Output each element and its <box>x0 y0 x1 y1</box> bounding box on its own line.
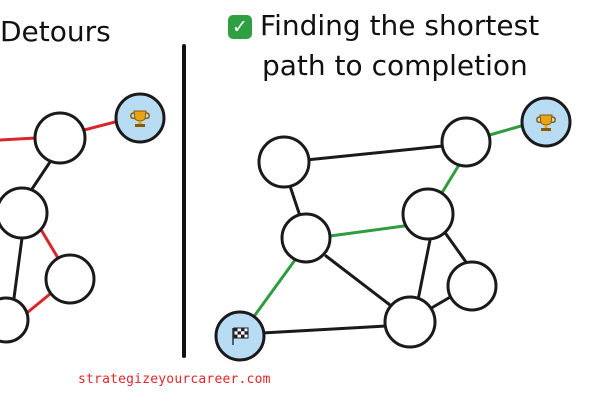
footer-credit: strategizeyourcareer.com <box>78 372 271 387</box>
node <box>440 116 492 168</box>
node <box>383 295 437 349</box>
right-title-text-1: Finding the shortest <box>260 9 540 42</box>
edge-shortest <box>328 224 406 238</box>
edge-normal <box>260 324 388 335</box>
right-edges <box>248 124 523 335</box>
node <box>401 187 455 241</box>
edge-normal <box>416 238 432 302</box>
edge-detour <box>0 136 38 142</box>
panel-divider <box>182 44 186 358</box>
node <box>33 111 87 165</box>
node <box>280 212 332 264</box>
node <box>257 135 311 189</box>
checkered-flag-icon <box>232 327 249 345</box>
edge-detour <box>26 292 52 314</box>
right-nodes <box>214 96 572 362</box>
right-panel-title-line2: path to completion <box>262 49 528 82</box>
edge-normal <box>324 254 392 307</box>
left-nodes <box>0 92 166 344</box>
edge-normal <box>12 236 24 300</box>
left-edges <box>0 120 117 314</box>
check-mark-icon: ✓ <box>228 15 252 39</box>
edge-normal <box>28 160 52 194</box>
node <box>446 260 498 312</box>
node <box>44 253 96 305</box>
edge-shortest <box>248 258 297 324</box>
node <box>0 186 49 240</box>
left-panel-title: Detours <box>0 15 111 48</box>
trophy-icon <box>130 110 150 127</box>
edge-detour <box>82 120 117 132</box>
trophy-icon <box>536 114 556 131</box>
edge-detour <box>38 226 60 260</box>
edge-shortest <box>484 124 523 138</box>
edge-normal <box>288 184 302 218</box>
right-panel-title-line1: ✓ Finding the shortest <box>228 12 539 40</box>
edge-normal <box>304 144 445 162</box>
edge-normal <box>444 232 468 264</box>
node <box>0 296 30 344</box>
